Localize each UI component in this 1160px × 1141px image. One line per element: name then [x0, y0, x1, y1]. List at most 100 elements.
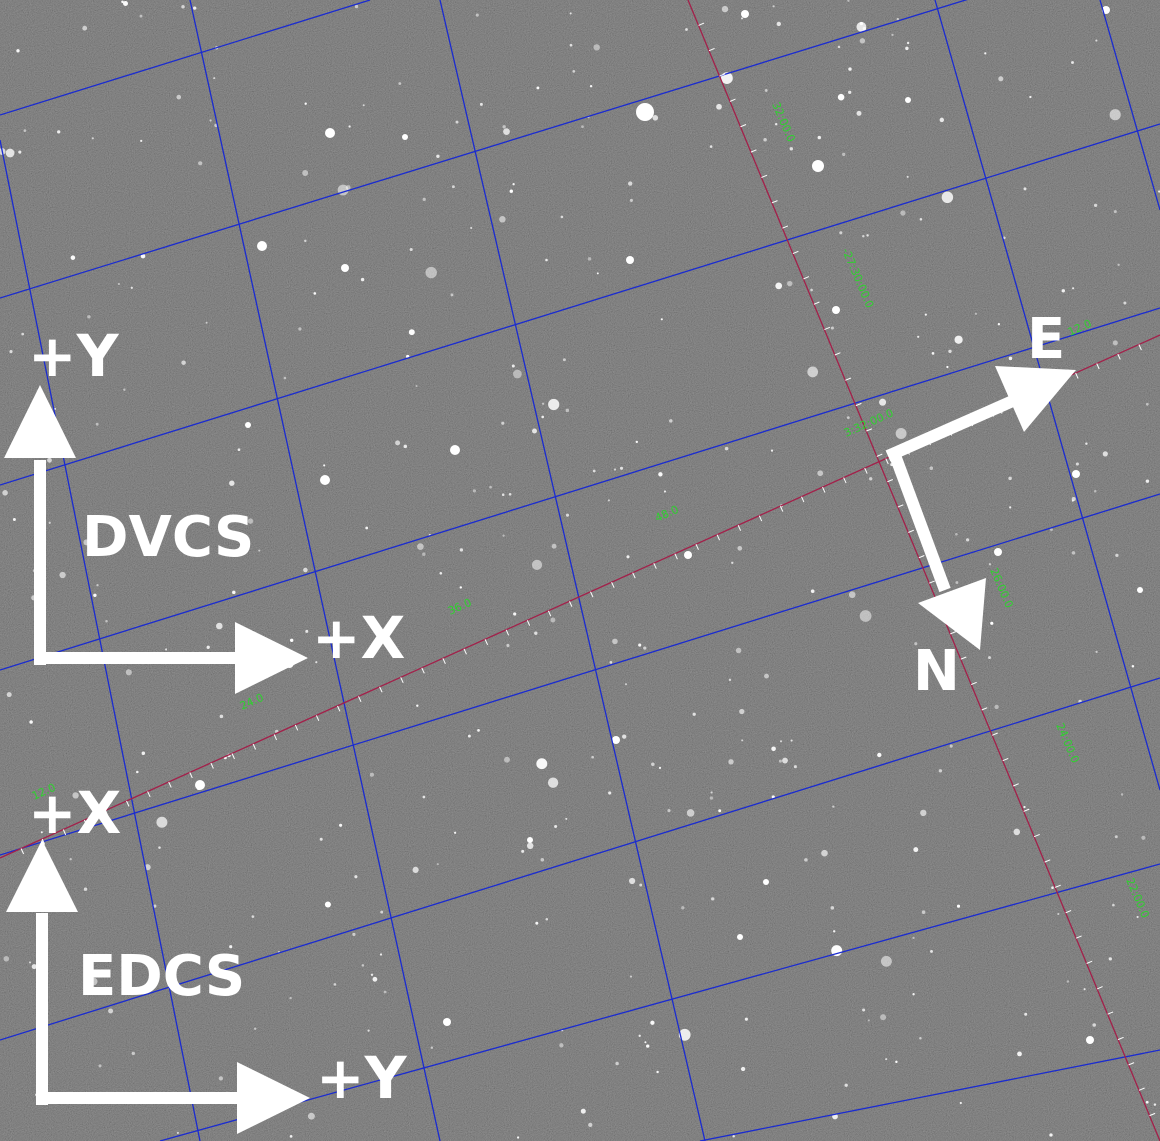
- grid-tick: [1086, 960, 1093, 964]
- star: [844, 1083, 848, 1087]
- star: [16, 49, 20, 53]
- grid-tick: [1138, 1087, 1145, 1091]
- star: [917, 335, 920, 338]
- star: [158, 846, 161, 849]
- star: [1092, 1023, 1096, 1027]
- grid-tick: [1075, 372, 1079, 379]
- star: [772, 5, 775, 8]
- star: [660, 318, 663, 321]
- star: [1071, 496, 1076, 502]
- star: [848, 67, 852, 71]
- grid-tick: [695, 543, 699, 550]
- grid-tick: [189, 772, 193, 779]
- star: [741, 739, 744, 742]
- star: [885, 1058, 888, 1061]
- star: [251, 915, 255, 918]
- star: [360, 277, 365, 282]
- star: [587, 257, 592, 261]
- grid-tick: [897, 504, 904, 508]
- star: [612, 638, 618, 645]
- edcs-y-arrowhead: [237, 1062, 310, 1134]
- star: [313, 292, 317, 295]
- star: [988, 656, 991, 660]
- bright-star: [1137, 587, 1143, 593]
- star: [728, 678, 732, 682]
- star: [955, 581, 959, 584]
- star: [323, 464, 326, 467]
- star: [372, 976, 378, 982]
- star: [459, 548, 464, 552]
- star: [1145, 402, 1149, 406]
- grid-tick: [876, 453, 883, 457]
- star: [959, 1101, 962, 1105]
- bright-star: [741, 10, 749, 18]
- star: [984, 52, 987, 55]
- star: [333, 983, 337, 986]
- grid-tick: [1065, 910, 1072, 914]
- star: [319, 837, 323, 841]
- star: [789, 147, 794, 151]
- star: [70, 255, 76, 260]
- star: [866, 234, 869, 237]
- star: [165, 648, 168, 651]
- star: [229, 945, 233, 949]
- grid-tick: [918, 555, 925, 559]
- star: [817, 135, 822, 140]
- star: [994, 704, 999, 710]
- star: [198, 161, 203, 166]
- grid-tick: [929, 580, 935, 584]
- east-arrow: [885, 394, 1018, 462]
- grid-tick: [792, 250, 799, 255]
- star: [770, 449, 774, 452]
- star: [938, 769, 943, 773]
- star: [846, 416, 850, 419]
- star: [1023, 187, 1027, 191]
- grid-tick: [845, 377, 852, 381]
- star: [862, 234, 865, 238]
- edcs-title: EDCS: [78, 944, 245, 1009]
- star: [589, 84, 593, 88]
- star: [681, 906, 685, 910]
- star: [1023, 805, 1026, 809]
- grid-tick: [1096, 986, 1103, 990]
- grid-tick: [779, 505, 784, 512]
- star: [513, 369, 522, 379]
- star: [790, 739, 793, 742]
- grid-tick: [1054, 884, 1061, 888]
- star: [622, 734, 627, 739]
- star: [921, 910, 926, 914]
- star: [506, 643, 510, 648]
- star: [572, 70, 576, 73]
- star: [395, 440, 401, 446]
- star: [181, 4, 185, 9]
- star: [105, 619, 108, 623]
- grid-tick: [1044, 859, 1051, 863]
- star: [504, 756, 510, 763]
- star: [453, 831, 457, 834]
- grid-tick: [855, 402, 862, 407]
- grid-tick: [105, 810, 109, 817]
- grid-tick: [698, 22, 705, 26]
- grid-tick: [674, 553, 678, 560]
- star: [1075, 462, 1079, 466]
- star: [956, 904, 961, 908]
- bright-star: [402, 134, 408, 140]
- star: [83, 887, 88, 891]
- grid-tick: [992, 732, 998, 736]
- star: [511, 364, 515, 368]
- star: [638, 643, 642, 647]
- star: [1114, 835, 1118, 839]
- star: [59, 571, 66, 579]
- grid-tick: [771, 200, 778, 204]
- grid-tick: [41, 838, 46, 845]
- star: [685, 28, 688, 31]
- star: [2, 490, 8, 496]
- star: [551, 543, 557, 549]
- star: [117, 282, 121, 286]
- star: [436, 154, 440, 159]
- star: [914, 642, 918, 646]
- star: [415, 384, 418, 388]
- grid-tick: [866, 428, 873, 432]
- star: [545, 258, 548, 262]
- star: [721, 5, 729, 13]
